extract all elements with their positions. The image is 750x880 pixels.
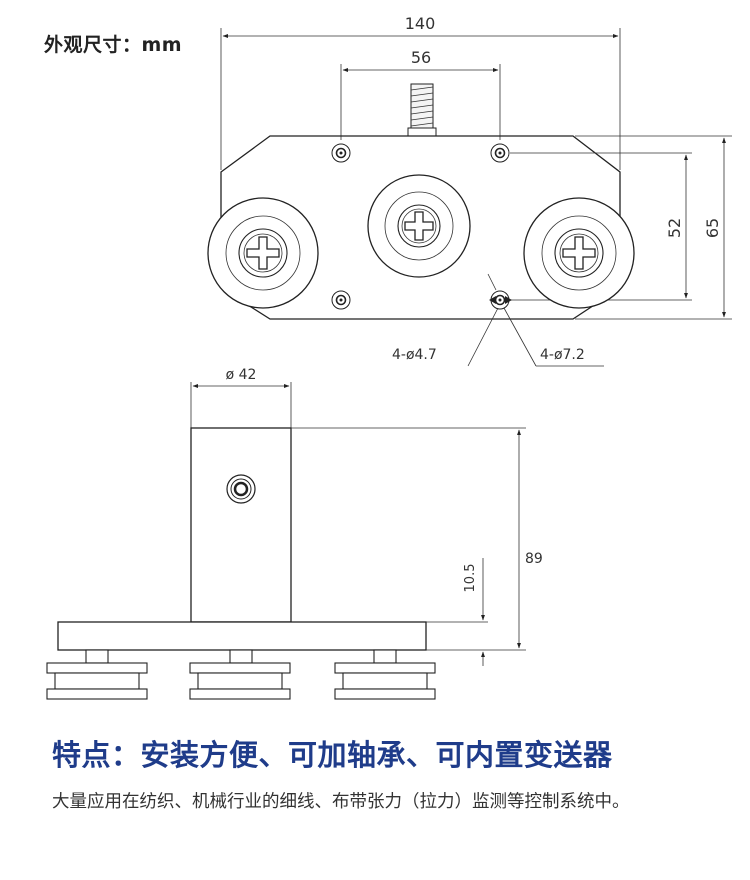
dim-outer-height: 65 bbox=[703, 218, 722, 238]
feature-title: 特点：安装方便、可加轴承、可内置变送器 bbox=[52, 738, 613, 772]
dim-hole-spacing: 56 bbox=[411, 48, 431, 67]
sensor-column bbox=[190, 427, 292, 623]
side-roller-center bbox=[189, 649, 291, 700]
unit-label: 外观尺寸：mm bbox=[44, 34, 183, 56]
mounting-hole bbox=[331, 143, 351, 163]
dim-height: 89 bbox=[525, 551, 543, 567]
center-roller bbox=[367, 174, 471, 278]
dim-width: 140 bbox=[405, 14, 436, 33]
mounting-hole bbox=[490, 143, 510, 163]
right-roller bbox=[523, 197, 635, 309]
side-roller-left bbox=[46, 649, 148, 700]
cable-spring bbox=[407, 83, 437, 137]
connector-socket bbox=[226, 474, 256, 504]
mounting-hole bbox=[331, 290, 351, 310]
dim-inner-height: 52 bbox=[665, 218, 684, 238]
side-roller-right bbox=[334, 649, 436, 700]
dim-diameter: ø 42 bbox=[226, 367, 257, 383]
dim-small-hole: 4-ø4.7 bbox=[392, 347, 437, 363]
side-view: ø 42 89 10.5 bbox=[46, 367, 543, 700]
feature-description: 大量应用在纺织、机械行业的细线、布带张力（拉力）监测等控制系统中。 bbox=[52, 792, 630, 812]
dim-large-hole: 4-ø7.2 bbox=[540, 347, 585, 363]
base-plate bbox=[57, 621, 427, 651]
left-roller bbox=[207, 197, 319, 309]
top-view: 140 56 52 65 bbox=[207, 14, 732, 367]
dim-base: 10.5 bbox=[463, 564, 478, 593]
